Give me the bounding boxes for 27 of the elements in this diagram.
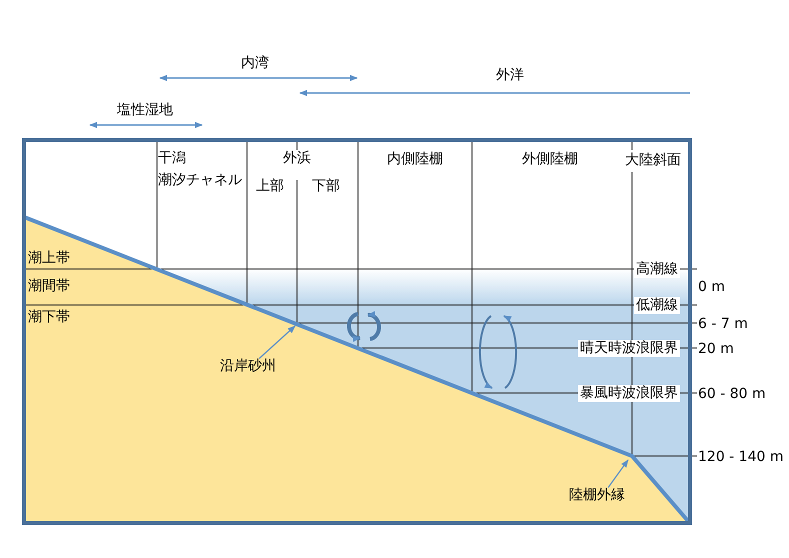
zone-label: 外浜 [283,150,311,166]
zone-label: 下部 [312,178,340,194]
range-label: 塩性湿地 [117,102,173,118]
zone-label: 上部 [256,178,284,194]
zone-label: 潮間帯 [28,278,70,294]
depth-label: 120 - 140 m [698,448,784,466]
level-label: 高潮線 [634,260,680,278]
range-label: 内湾 [241,54,269,72]
depth-label: 20 m [698,340,734,358]
zone-label: 潮上帯 [28,250,70,266]
zone-label: 干潟 [158,150,186,166]
zone-label: 潮下帯 [28,308,70,326]
zone-label: 大陸斜面 [623,152,683,168]
callout-label: 陸棚外縁 [569,486,625,504]
zone-label: 内側陸棚 [387,150,443,168]
zone-label: 潮汐チャネル [158,172,242,188]
depth-label: 60 - 80 m [698,386,766,402]
leader-line [258,325,296,359]
level-label: 暴風時波浪限界 [578,384,680,402]
level-label: 低潮線 [634,296,680,314]
zone-label: 外側陸棚 [522,150,578,168]
callout-label: 沿岸砂州 [220,358,276,374]
depth-label: 0 m [698,278,725,296]
range-label: 外洋 [496,66,524,84]
leader-line [608,459,628,488]
level-label: 晴天時波浪限界 [578,340,680,356]
depth-label: 6 - 7 m [698,316,748,332]
